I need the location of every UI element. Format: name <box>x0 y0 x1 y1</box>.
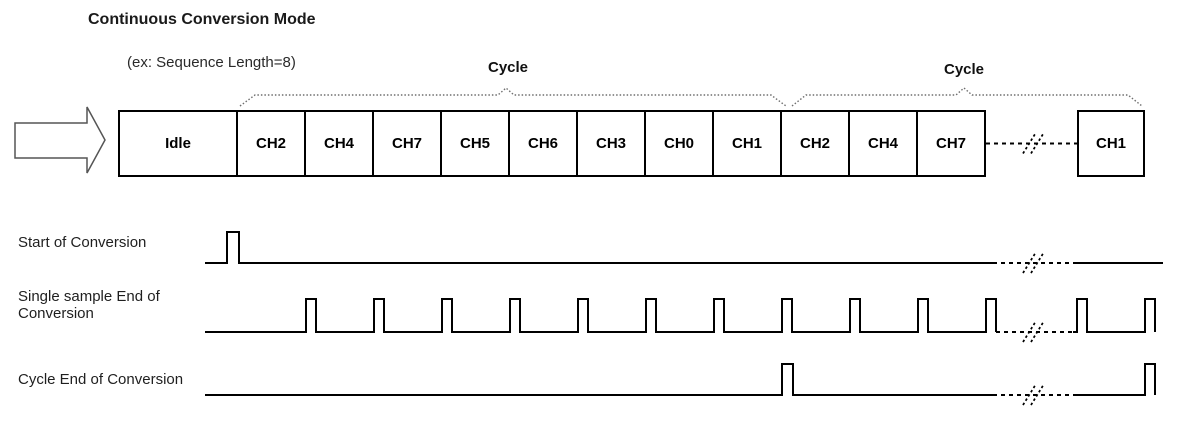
signal-label-start-of-conversion: Start of Conversion <box>18 234 147 251</box>
cycle-label-2: Cycle <box>943 61 985 78</box>
cycle-label-1: Cycle <box>487 59 529 76</box>
break-mark <box>1022 383 1045 406</box>
channel-box: CH2 <box>236 110 306 177</box>
break-mark <box>1022 320 1045 343</box>
cycle-brace-2 <box>791 87 1143 107</box>
signal-ceoc-waveform-end <box>1073 363 1156 396</box>
channel-box: CH3 <box>576 110 646 177</box>
flow-arrow-icon <box>14 106 106 174</box>
signal-label-single-sample-end-of-conversion: Single sample End of Conversion <box>18 288 160 322</box>
channel-box-after-break: CH1 <box>1077 110 1145 177</box>
signal-label-cycle-end-of-conversion: Cycle End of Conversion <box>18 371 184 388</box>
channel-box: CH1 <box>712 110 782 177</box>
channel-box: CH6 <box>508 110 578 177</box>
figure-title: Continuous Conversion Mode <box>88 11 316 28</box>
channel-box: CH4 <box>304 110 374 177</box>
channel-box: CH4 <box>848 110 918 177</box>
channel-box: CH2 <box>780 110 850 177</box>
channel-box: CH0 <box>644 110 714 177</box>
channel-box: CH7 <box>916 110 986 177</box>
break-mark <box>1022 251 1045 274</box>
channel-box: CH7 <box>372 110 442 177</box>
signal-ceoc-waveform <box>205 363 993 396</box>
sequence-box-idle: Idle <box>118 110 238 177</box>
signal-sseoc-waveform-end <box>1073 298 1156 333</box>
signal-sseoc-waveform <box>205 298 997 333</box>
figure-subtitle: (ex: Sequence Length=8) <box>127 54 296 71</box>
channel-box: CH5 <box>440 110 510 177</box>
cycle-brace-1 <box>239 87 787 107</box>
break-mark <box>1022 132 1045 154</box>
signal-soc-waveform <box>205 231 993 264</box>
